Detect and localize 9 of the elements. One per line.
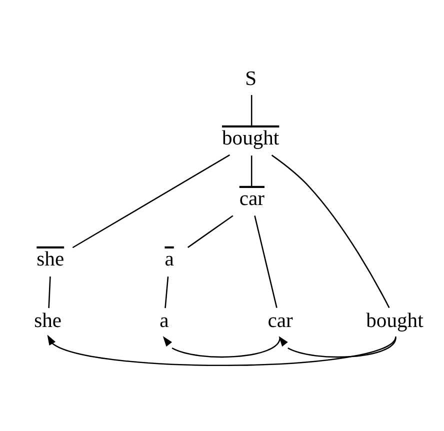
node-text: she [34,310,62,332]
node-text: bought [366,310,424,332]
node-text: a [160,310,169,332]
node-text: car [239,187,264,210]
node-text: S [245,68,257,90]
node-text: car [268,310,293,332]
node-text: a [164,248,174,270]
node-text: bought [222,126,280,149]
node-text: she [36,248,64,270]
